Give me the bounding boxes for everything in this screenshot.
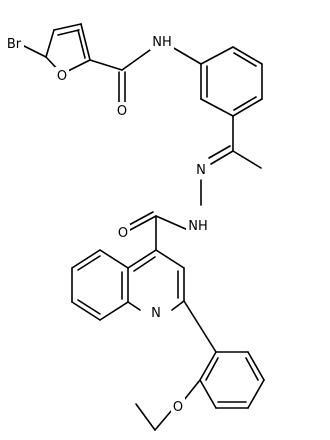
atom-o-ether: O <box>171 398 185 415</box>
bond <box>233 52 257 67</box>
atom-nh-amide: NH <box>150 32 174 50</box>
bond <box>208 145 231 159</box>
atom-background <box>149 303 163 321</box>
atom-o-hydrazide: O <box>116 224 130 241</box>
bond <box>71 301 101 321</box>
bond <box>232 46 263 65</box>
bond <box>129 215 157 231</box>
bond <box>57 29 80 36</box>
bond <box>23 45 47 58</box>
bond <box>128 211 154 226</box>
bond <box>71 249 101 269</box>
atom-layer: Br O NH O N NH O N <box>4 32 210 415</box>
bond-layer <box>23 23 265 431</box>
atom-n-quinoline: N <box>149 303 163 321</box>
bond <box>171 300 185 311</box>
bond <box>199 351 217 381</box>
atom-background <box>116 224 130 240</box>
atom-o-amide: O <box>115 102 129 119</box>
bond <box>80 23 91 61</box>
bond <box>183 379 201 401</box>
atom-background <box>186 216 210 234</box>
bond <box>127 301 141 311</box>
atom-label-br: Br <box>7 37 22 52</box>
atom-label-o-amide: O <box>117 104 127 119</box>
atom-label-o-furan: O <box>57 69 67 84</box>
atom-background <box>115 102 129 118</box>
bond <box>200 46 234 65</box>
bond <box>155 215 189 231</box>
atom-background <box>150 32 174 50</box>
bond <box>77 29 86 59</box>
bond <box>247 351 265 381</box>
atom-label-n-imine: N <box>196 163 206 178</box>
bond <box>133 256 156 272</box>
bond <box>77 255 101 271</box>
atom-background <box>55 67 69 83</box>
atom-o-furan: O <box>55 67 69 84</box>
bond <box>99 301 129 321</box>
bond <box>99 249 129 269</box>
atom-label-nh-amide: NH <box>152 35 172 50</box>
atom-label-o-hydrazide: O <box>118 226 128 241</box>
atom-label-nh-hydrazide: NH <box>188 219 208 234</box>
bond <box>121 49 151 71</box>
bond <box>89 59 123 71</box>
bond <box>171 46 202 65</box>
bond <box>233 96 257 111</box>
bond <box>135 403 156 431</box>
bond <box>245 357 259 381</box>
bond <box>77 299 101 315</box>
atom-label-o-ether: O <box>173 400 183 415</box>
atom-background <box>171 398 185 414</box>
bond <box>183 300 217 353</box>
bond <box>154 409 173 431</box>
atom-background <box>194 160 208 178</box>
atom-br: Br <box>4 34 24 52</box>
bond <box>155 249 185 269</box>
bond <box>210 150 234 165</box>
bond <box>127 249 157 269</box>
atom-background <box>4 34 24 52</box>
bond <box>200 98 234 117</box>
bond <box>205 357 219 381</box>
bond <box>53 23 82 31</box>
bond <box>247 379 265 409</box>
atom-nh-hydrazide: NH <box>186 216 210 234</box>
bond <box>45 29 55 58</box>
bond <box>232 150 262 169</box>
atom-n-imine: N <box>194 160 208 178</box>
bond <box>199 379 217 409</box>
bond <box>232 98 263 117</box>
atom-label-n-quinoline: N <box>151 306 161 321</box>
